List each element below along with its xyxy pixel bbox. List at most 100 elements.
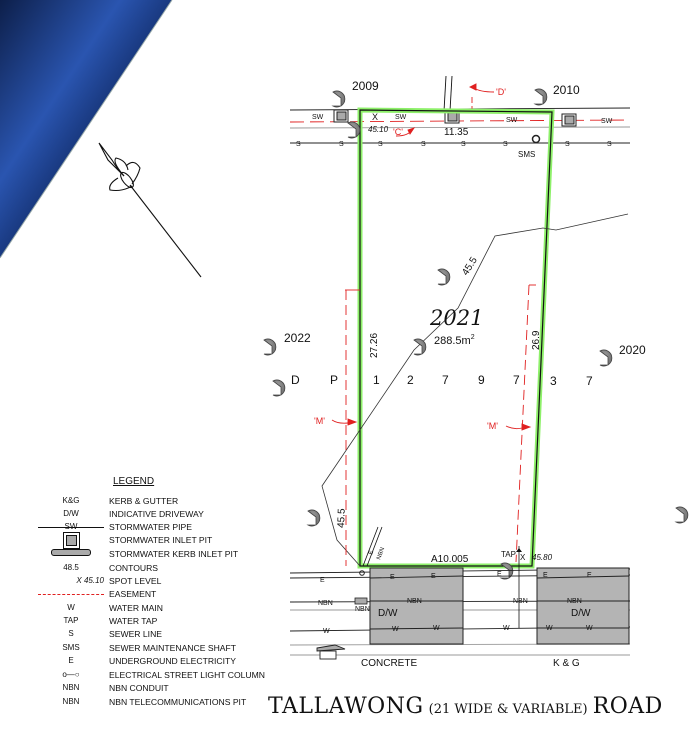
dim-top: 11.35 [444,127,469,138]
street-light-icon: o—○ [62,670,80,679]
svg-text:W: W [546,625,553,632]
svg-text:2: 2 [407,373,414,387]
neighbour-2009: 2009 [352,79,379,93]
svg-text:W: W [323,628,330,635]
svg-text:SW: SW [312,114,324,121]
svg-text:S: S [378,141,383,148]
svg-text:SW: SW [601,118,613,125]
svg-text:E: E [497,571,502,578]
svg-text:3: 3 [550,374,557,388]
legend-item: STORMWATER KERB INLET PIT [0,549,270,562]
top-service-labels: SW SW SW SW S S S S S S S S X 45.10 SMS [296,112,613,159]
svg-text:9: 9 [478,373,485,387]
contour-lines [321,213,629,567]
svg-text:D/W: D/W [571,608,591,619]
dim-right: 26.9 [531,330,542,350]
svg-text:NBN: NBN [318,600,333,607]
svg-text:7: 7 [442,373,449,387]
neighbour-2020: 2020 [619,343,646,357]
sms-icon [531,134,541,144]
legend-title: LEGEND [113,476,155,487]
svg-text:'D': 'D' [496,87,506,97]
svg-text:'M': 'M' [487,421,498,431]
svg-text:TAP: TAP [501,550,516,559]
svg-text:W: W [433,625,440,632]
svg-text:NBN: NBN [376,547,386,561]
dim-bottom: A10.005 [431,554,469,565]
svg-text:W: W [586,625,593,632]
svg-text:E: E [320,577,325,584]
svg-text:D: D [291,373,300,387]
svg-text:45.80: 45.80 [532,553,553,562]
svg-text:E: E [543,572,548,579]
svg-text:W: W [392,626,399,633]
svg-text:SW: SW [506,117,518,124]
stormwater-inlet-pit-icon [38,535,104,548]
svg-text:45.5: 45.5 [460,255,480,278]
driveway-right [536,567,630,645]
kerb-inlet-pit-icon [316,644,346,660]
street-light-icon [359,570,365,576]
svg-text:S: S [296,141,301,148]
svg-text:P: P [330,373,338,387]
svg-text:SMS: SMS [518,150,535,159]
legend-item: EASEMENT [0,589,270,602]
lot-number: 2021 [429,306,483,330]
kerb-inlet-pit-icon [38,549,104,558]
svg-text:288.5m2: 288.5m2 [434,334,475,347]
svg-text:'C': 'C' [393,127,403,137]
legend-item: STORMWATER INLET PIT [0,535,270,548]
road-name: TALLAWONG (21 WIDE & VARIABLE) ROAD [268,694,663,719]
svg-text:CONCRETE: CONCRETE [361,658,417,669]
svg-text:1: 1 [373,373,380,387]
legend-item: o—○ELECTRICAL STREET LIGHT COLUMN [0,670,270,683]
svg-text:S: S [607,141,612,148]
svg-text:S: S [565,141,570,148]
water-tap-icon [516,548,522,552]
svg-text:7: 7 [586,374,593,388]
svg-text:K & G: K & G [553,658,580,669]
north-arrow-icon [98,142,202,278]
svg-text:NBN: NBN [567,598,582,605]
svg-text:NBN: NBN [355,606,370,613]
svg-text:S: S [339,141,344,148]
svg-text:W: W [503,625,510,632]
nbn-pit-icon [354,597,368,605]
lot-area: 288.5m [434,335,471,347]
neighbour-2010: 2010 [553,83,580,97]
svg-text:S: S [461,141,466,148]
dim-left: 27.26 [369,333,380,358]
deposited-plan: D P 1 2 7 9 7 3 7 [291,373,593,388]
svg-text:E: E [390,574,395,581]
svg-text:NBN: NBN [513,598,528,605]
svg-text:X: X [520,553,526,562]
driveway-left [369,567,464,645]
svg-text:NBN: NBN [407,598,422,605]
pin-markers [263,88,689,580]
svg-text:S: S [503,141,508,148]
svg-text:S: S [421,141,426,148]
svg-text:'M': 'M' [314,416,325,426]
svg-text:45.5: 45.5 [336,508,348,528]
svg-text:E: E [368,550,375,556]
svg-text:D/W: D/W [378,608,398,619]
svg-text:45.10: 45.10 [368,125,389,134]
svg-text:E: E [431,573,436,580]
neighbour-2022: 2022 [284,331,311,345]
svg-text:X: X [372,112,378,122]
svg-text:SW: SW [395,114,407,121]
svg-text:E: E [587,572,592,579]
svg-text:7: 7 [513,373,520,387]
